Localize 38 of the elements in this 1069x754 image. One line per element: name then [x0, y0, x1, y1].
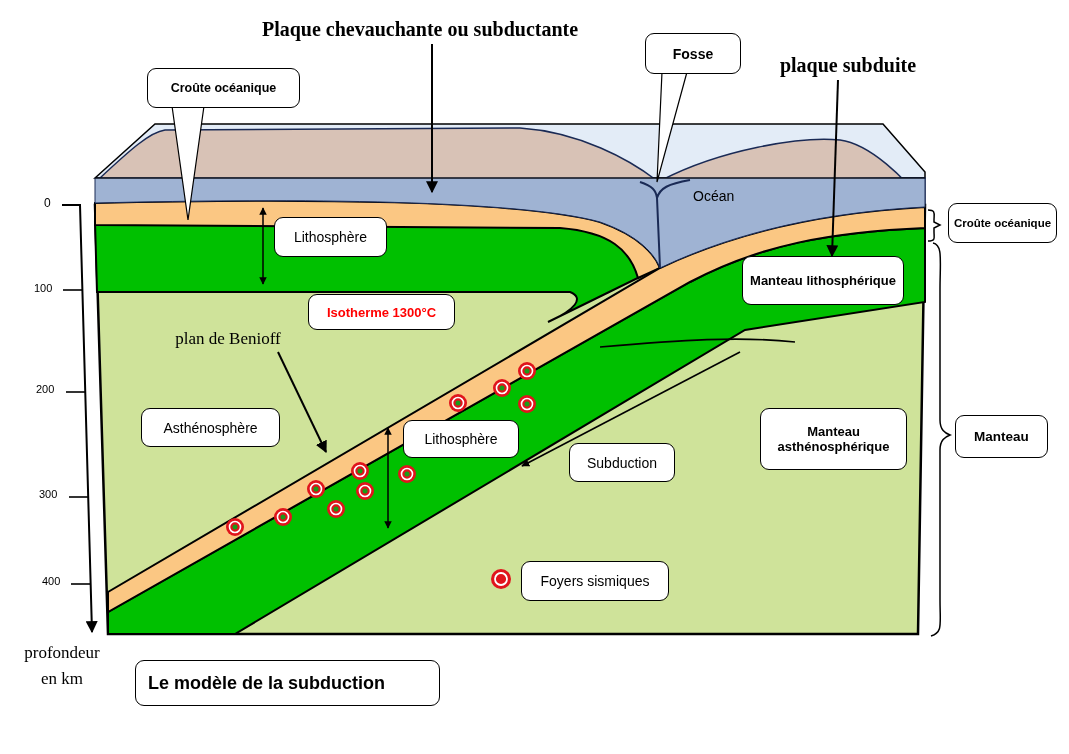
box-label: Manteau	[974, 429, 1029, 444]
depth-tick-label: 100	[34, 282, 53, 294]
label-box	[521, 561, 669, 601]
box-label: Lithosphère	[424, 431, 498, 447]
depth-tick-label: 200	[36, 383, 55, 395]
box-label: Foyers sismiques	[540, 573, 650, 589]
depth-tick-label: 400	[42, 575, 61, 587]
box-label: Lithosphère	[293, 229, 368, 245]
label-box	[760, 408, 907, 470]
label-box	[569, 443, 675, 482]
box-label: Croûte océanique	[170, 81, 277, 95]
box-label: Subduction	[586, 454, 658, 471]
pointer-arrow	[426, 43, 438, 194]
pointer-arrow	[277, 351, 327, 454]
box-label: Croûte océanique	[953, 217, 1052, 229]
label-box	[742, 256, 904, 305]
annotation-text: plan de Benioff	[175, 328, 281, 349]
box-label: Asthénosphère	[163, 419, 258, 436]
arrow	[826, 79, 839, 258]
annotation-text: plaque subduite	[779, 53, 917, 77]
box-label: Manteau lithosphérique	[750, 273, 896, 288]
label-box	[308, 294, 455, 330]
annotation-text: Plaque chevauchante ou subductante	[261, 17, 579, 41]
label-box	[141, 408, 280, 447]
callout-box	[147, 68, 300, 108]
label-box	[948, 203, 1057, 243]
label-box	[274, 217, 387, 257]
depth-tick-label: 300	[39, 488, 58, 500]
callout-box	[645, 33, 741, 74]
box-label: Fosse	[672, 45, 714, 62]
label-box	[955, 415, 1048, 458]
region-label: Océan	[693, 188, 735, 204]
title: Le modèle de la subduction	[148, 672, 386, 694]
axis-title: profondeur en km	[23, 642, 101, 690]
box-label: Manteau asthénosphérique	[776, 424, 891, 454]
depth-tick-label: 0	[44, 196, 51, 210]
box-label: Isotherme 1300°C	[326, 304, 437, 320]
label-box	[403, 420, 519, 458]
